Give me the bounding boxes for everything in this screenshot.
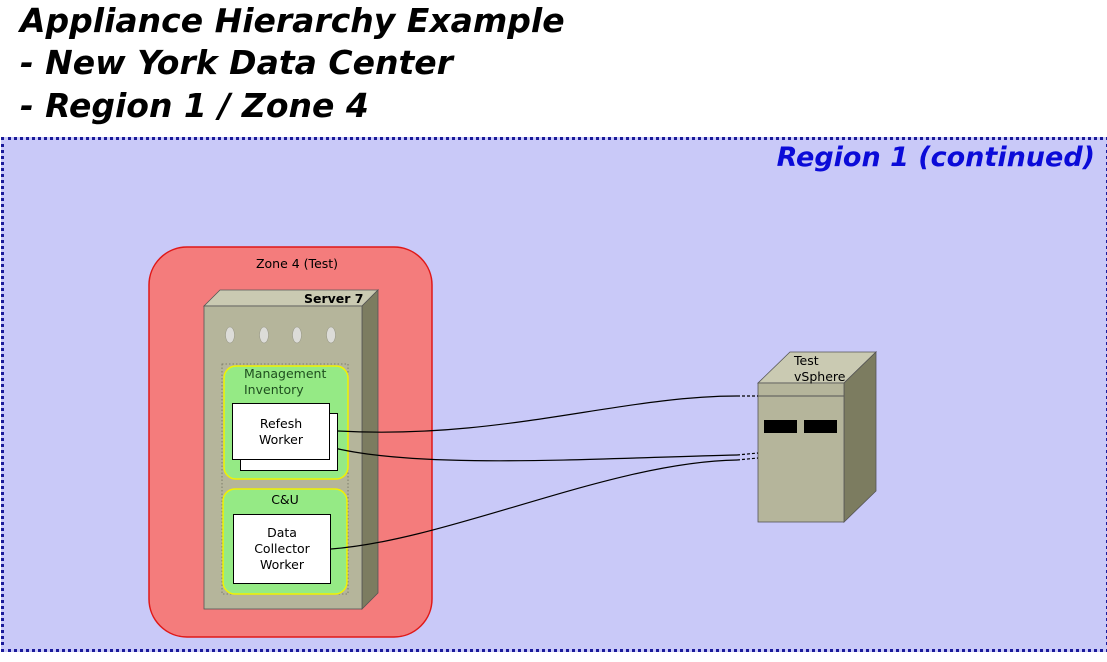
- provider-label-line-1: Test: [794, 353, 819, 368]
- page-title-line-1: Appliance Hierarchy Example: [20, 1, 565, 40]
- region-label: Region 1 (continued): [776, 142, 1095, 173]
- server-indicator-lights: [225, 326, 336, 344]
- page-title-line-3: - Region 1 / Zone 4: [20, 86, 369, 125]
- data-collector-label-line-1: Data: [267, 525, 297, 540]
- vsphere-server-shape: [757, 351, 877, 523]
- worker-provider-connectors: [329, 395, 759, 550]
- data-collector-label-line-3: Worker: [259, 557, 305, 572]
- zone-label: Zone 4 (Test): [255, 256, 339, 271]
- refresh-worker-label-line-1: Refesh: [259, 415, 303, 431]
- refresh-worker-label-line-2: Worker: [258, 431, 304, 447]
- management-role-label-line-2: Inventory: [244, 382, 304, 397]
- page-title-line-2: - New York Data Center: [20, 43, 453, 82]
- refresh-worker: Refesh Worker: [232, 403, 330, 460]
- cu-role-label: C&U: [271, 492, 299, 507]
- data-collector-worker: Data Collector Worker: [233, 514, 331, 584]
- provider-label-line-2: vSphere: [794, 369, 846, 384]
- server-label: Server 7: [304, 291, 364, 306]
- data-collector-label-line-2: Collector: [254, 541, 310, 556]
- management-role-label-line-1: Management: [244, 366, 327, 381]
